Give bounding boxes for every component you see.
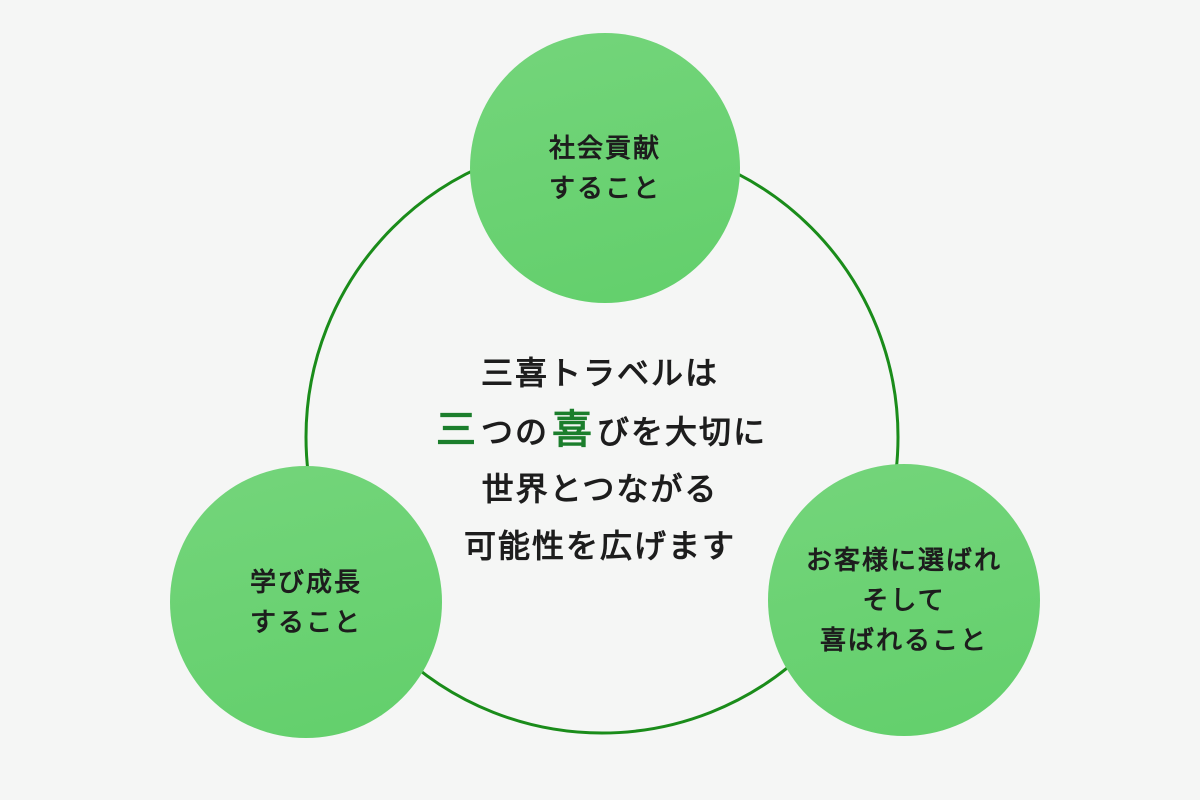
accent-char-yorokobi: 喜	[552, 408, 594, 452]
center-message-line-1: 三喜トラベルは	[480, 355, 719, 391]
circle-learning-growth-label: 学び成長 すること	[250, 562, 362, 642]
circle-social-contribution-label: 社会貢献 すること	[549, 128, 661, 208]
circle-label-line: 喜ばれること	[819, 625, 988, 655]
circle-customer-joy: お客様に選ばれ そして 喜ばれること	[768, 464, 1040, 736]
circle-label-line: お客様に選ばれ	[805, 545, 1002, 575]
circle-label-line: すること	[548, 173, 661, 203]
circle-label-line: すること	[249, 607, 362, 637]
center-message-line-4: 可能性を広げます	[463, 528, 736, 564]
circle-social-contribution: 社会貢献 すること	[470, 33, 740, 303]
circle-customer-joy-label: お客様に選ばれ そして 喜ばれること	[806, 540, 1002, 660]
center-message-line-2: 三つの喜びを大切に	[0, 402, 1200, 461]
center-message: 三喜トラベルは 三つの喜びを大切に 世界とつながる 可能性を広げます	[0, 345, 1200, 575]
circle-label-line: 学び成長	[249, 567, 362, 597]
accent-char-san: 三	[435, 408, 478, 452]
center-message-line-3: 世界とつながる	[481, 471, 719, 507]
center-line2-text: びを大切に	[597, 414, 768, 450]
circle-label-line: そして	[862, 585, 946, 615]
circle-learning-growth: 学び成長 すること	[170, 466, 442, 738]
circle-label-line: 社会貢献	[548, 133, 661, 163]
center-line2-text: つの	[480, 414, 549, 450]
